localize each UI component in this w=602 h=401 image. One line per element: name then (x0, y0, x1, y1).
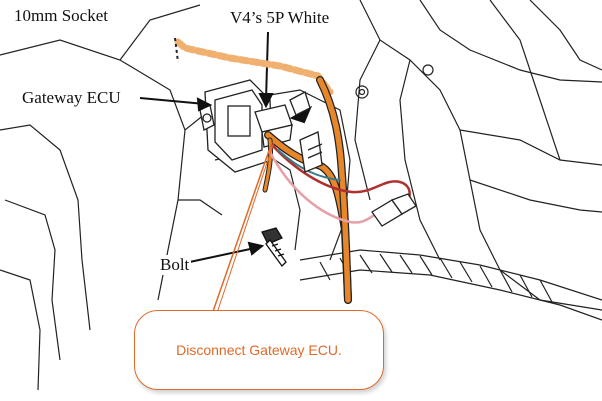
socket-tool-outline (174, 37, 179, 63)
gateway-ecu-label: Gateway ECU (20, 88, 123, 108)
socket-label: 10mm Socket (12, 6, 110, 26)
pointer-arrows (139, 31, 313, 264)
harness-clip (289, 91, 323, 173)
vehicle-body-linework (0, 0, 602, 391)
red-pink-wires (268, 143, 411, 224)
bolt-label: Bolt (158, 255, 192, 275)
gateway-ecu-unit (199, 79, 273, 173)
bolt-part (261, 227, 287, 267)
instruction-callout: Disconnect Gateway ECU. (134, 310, 384, 390)
callout-text: Disconnect Gateway ECU. (176, 342, 342, 358)
inline-connector (371, 193, 417, 227)
callout-leader (209, 141, 273, 321)
connector-label: V4’s 5P White (228, 8, 332, 28)
